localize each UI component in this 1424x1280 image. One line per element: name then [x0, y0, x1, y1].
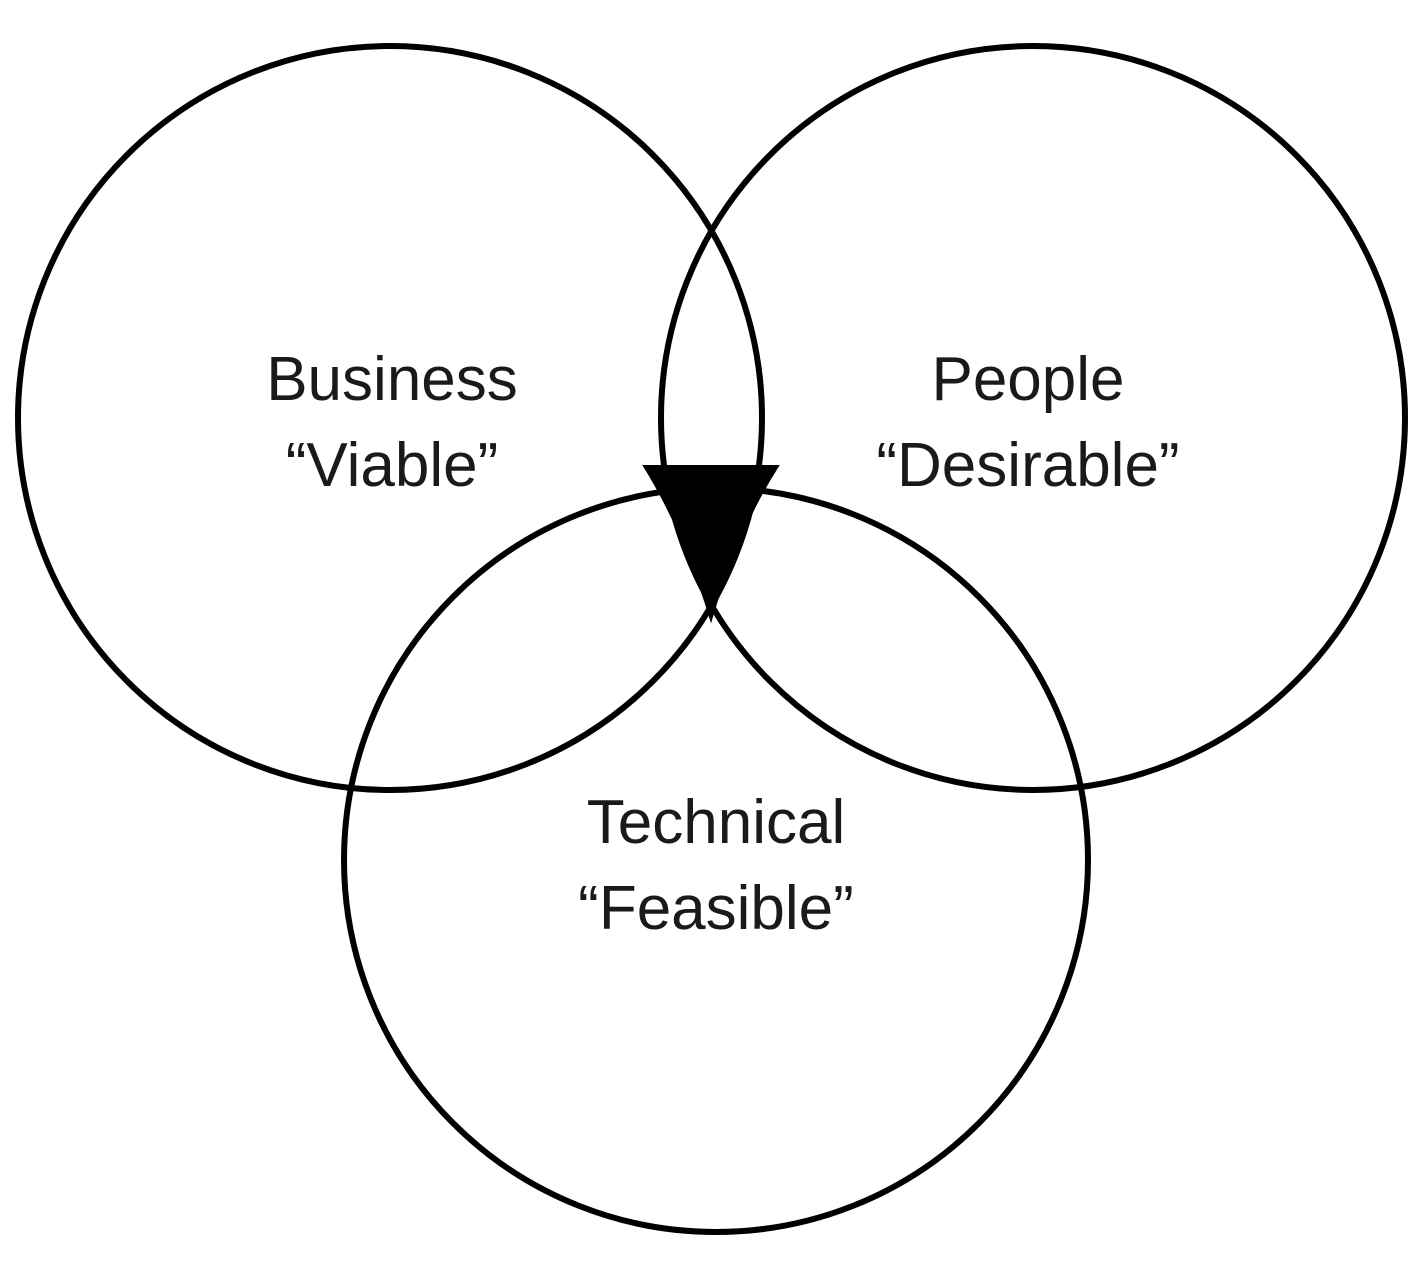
- technical-label: Technical: [587, 788, 845, 857]
- people-circle: [658, 43, 1408, 793]
- people-label: People: [931, 345, 1124, 414]
- center-intersection-triangle: [642, 464, 780, 624]
- business-quality-label: “Viable”: [286, 431, 499, 500]
- business-circle: [15, 43, 765, 793]
- business-label: Business: [266, 345, 518, 414]
- people-quality-label: “Desirable”: [876, 431, 1179, 500]
- technical-quality-label: “Feasible”: [578, 874, 854, 943]
